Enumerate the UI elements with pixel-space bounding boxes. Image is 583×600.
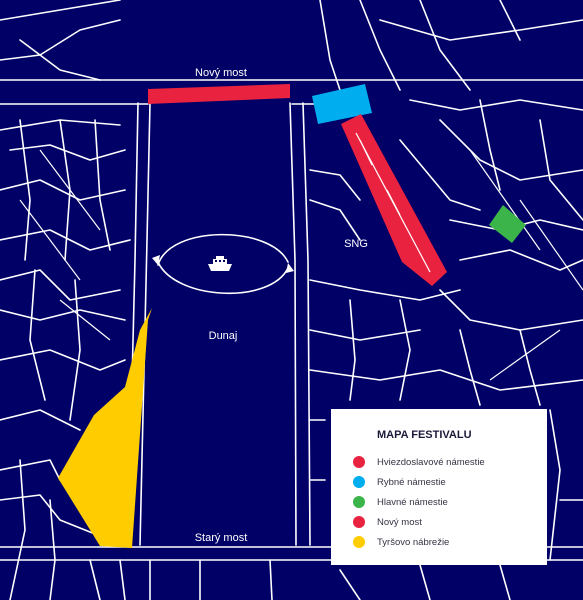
legend-dot-red xyxy=(353,456,365,468)
legend-dot-green xyxy=(353,496,365,508)
ferry-route xyxy=(152,233,294,294)
legend-dot-blue xyxy=(353,476,365,488)
legend-item-rybne[interactable]: Rybné námestie xyxy=(353,472,547,492)
area-tyrsovo-nabrezie[interactable] xyxy=(58,308,152,548)
label-dunaj: Dunaj xyxy=(209,330,238,342)
legend-label: Hviezdoslavové námestie xyxy=(377,456,485,468)
legend-item-novy-most[interactable]: Nový most xyxy=(353,512,547,532)
label-novy-most: Nový most xyxy=(195,67,247,79)
map-legend: MAPA FESTIVALU Hviezdoslavové námestie R… xyxy=(331,409,547,565)
legend-label: Nový most xyxy=(377,516,422,528)
legend-label: Hlavné námestie xyxy=(377,496,448,508)
area-hviezdoslavove-namestie[interactable] xyxy=(341,114,447,286)
legend-item-hlavne[interactable]: Hlavné námestie xyxy=(353,492,547,512)
area-hlavne-namestie[interactable] xyxy=(489,205,526,243)
area-novy-most[interactable] xyxy=(148,84,290,104)
legend-title: MAPA FESTIVALU xyxy=(377,429,472,441)
label-stary-most: Starý most xyxy=(195,532,248,544)
festival-areas xyxy=(58,84,526,548)
legend-dot-yellow xyxy=(353,536,365,548)
left-streets xyxy=(0,0,273,600)
legend-item-hviezdoslavove[interactable]: Hviezdoslavové námestie xyxy=(353,452,547,472)
legend-dot-red xyxy=(353,516,365,528)
area-rybne-namestie[interactable] xyxy=(312,84,372,124)
label-sng: SNG xyxy=(344,238,368,250)
legend-label: Rybné námestie xyxy=(377,476,446,488)
ferry-boat-icon xyxy=(208,256,232,271)
legend-label: Tyršovo nábrežie xyxy=(377,536,450,548)
river-banks xyxy=(127,102,311,546)
legend-item-tyrsovo[interactable]: Tyršovo nábrežie xyxy=(353,532,547,552)
